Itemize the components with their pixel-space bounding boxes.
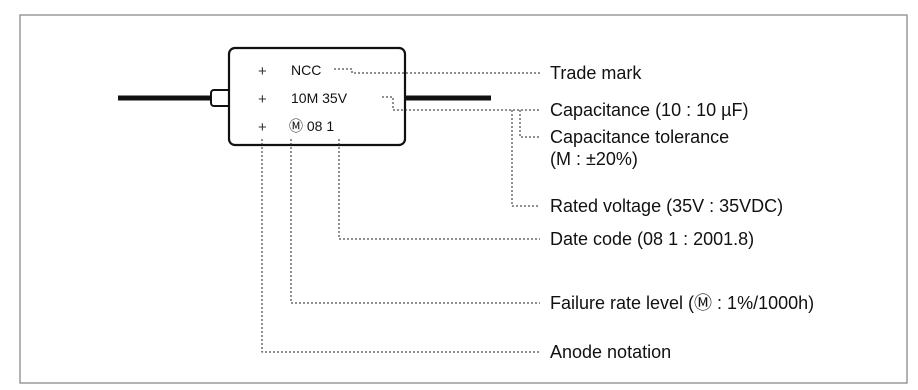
label-date-code: Date code (08 1 : 2001.8)	[550, 229, 754, 249]
label-anode: Anode notation	[550, 342, 671, 362]
marking-line-1: NCC	[291, 62, 321, 78]
marking-line-3: Ⓜ 08 1	[289, 118, 334, 134]
leader-rated-voltage	[511, 110, 540, 207]
leader-capacitance	[382, 96, 540, 111]
label-tolerance-line2: (M : ±20%)	[550, 149, 638, 169]
leader-anode	[261, 139, 540, 353]
plus-sign-3: +	[258, 119, 267, 136]
plus-sign-2: +	[258, 91, 267, 108]
leader-date-code	[338, 139, 540, 240]
capacitor-body	[227, 46, 407, 147]
outer-frame	[19, 14, 908, 384]
label-trade-mark: Trade mark	[550, 63, 642, 83]
leader-trade-mark	[334, 68, 540, 74]
leader-failure-rate	[290, 139, 540, 304]
label-tolerance-line1: Capacitance tolerance	[550, 127, 729, 147]
leader-tolerance	[519, 110, 540, 138]
marking-line-2: 10M 35V	[291, 90, 348, 106]
label-failure-rate: Failure rate level (Ⓜ : 1%/1000h)	[550, 293, 814, 313]
label-capacitance: Capacitance (10 : 10 µF)	[550, 100, 748, 120]
plus-sign-1: +	[258, 63, 267, 80]
label-rated-voltage: Rated voltage (35V : 35VDC)	[550, 196, 783, 216]
